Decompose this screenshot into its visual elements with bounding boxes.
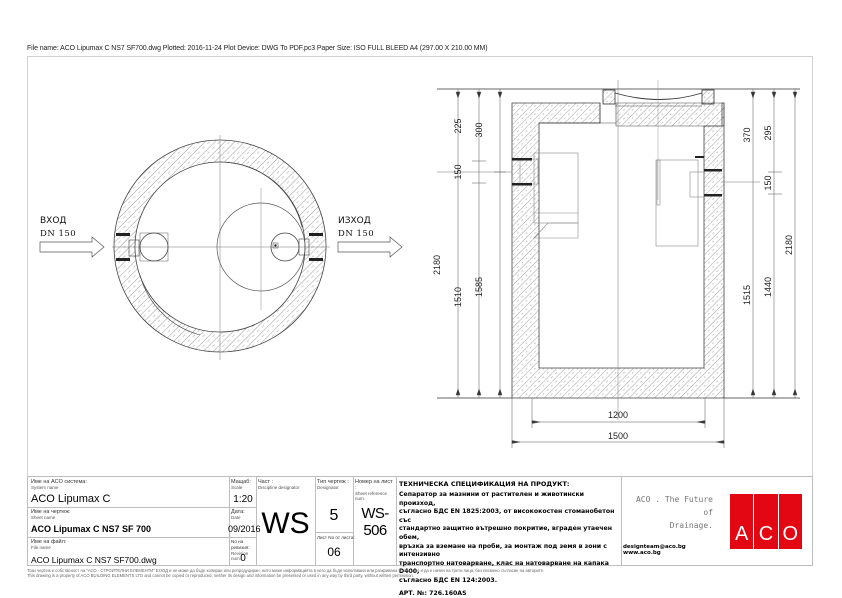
spec-line: транспортно натоварване, клас на натовар… [399, 559, 609, 576]
dim-right-370: 370 [742, 127, 752, 142]
spec-line: съгласно БДС EN 124:2003. [399, 576, 498, 584]
tagline-line-1: ACO . The Future of [635, 495, 713, 517]
spec-title: ТЕХНИЧЕСКА СПЕЦИФИКАЦИЯ НА ПРОДУКТ: [399, 480, 570, 488]
tagline-line-2: Drainage. [669, 521, 713, 530]
sheet-no-label: Лист No от листа: [317, 535, 355, 540]
sheet-name-label-en: Sheet name [31, 515, 56, 520]
tagline: ACO . The Future of Drainage. [623, 493, 713, 532]
scale-label: Мащаб: [231, 479, 251, 485]
file-name-label-en: File name [31, 545, 51, 550]
dim-right-295: 295 [763, 125, 773, 140]
spec-body: Сепаратор за мазнини от растителен и жив… [399, 491, 621, 586]
plan-view [39, 135, 403, 360]
system-name-label-en: System name [31, 485, 59, 490]
designator-label-en: Designator [317, 485, 339, 490]
file-name-cell: Име на файл: File name ACO Lipumax C NS7… [31, 539, 227, 565]
aco-logo: A C O [730, 494, 802, 549]
spec-line: стандартно защитно вътрешно покритие, вг… [399, 525, 613, 541]
dim-right-total: 2180 [784, 235, 794, 255]
system-name-cell: Име на ACO система: System name ACO Lipu… [31, 479, 227, 505]
designator-cell: Тип чертеж : Designator [317, 479, 353, 490]
discipline-label: Част : [258, 479, 274, 485]
plan-shaft-wall [113, 139, 327, 353]
designator-value: 5 [329, 507, 339, 524]
spec-line: Сепаратор за мазнини от растителен и жив… [399, 491, 585, 507]
dim-left-1510: 1510 [453, 287, 463, 307]
date-cell: Дата: Date [231, 509, 256, 520]
discipline-label-en: Discipline designator [258, 485, 300, 490]
system-name-label: Име на ACO система: [31, 479, 87, 485]
copyright-line-en: This drawing is a property of ACO BUILDI… [27, 573, 414, 578]
revision-label-en: Revision num. [231, 551, 249, 561]
discipline-value: WS [261, 507, 310, 540]
system-name-value: ACO Lipumax C [31, 493, 111, 505]
date-label: Дата: [231, 509, 245, 515]
designator-label: Тип чертеж : [317, 479, 349, 485]
spec-line: съгласно БДС EN 1825:2003, от висококост… [399, 508, 615, 524]
dim-left-total: 2180 [432, 255, 442, 275]
manhole-cover [614, 92, 703, 100]
inlet-pipe [139, 232, 169, 262]
revision-label: No на ревизия: [231, 539, 250, 550]
sheet-no-value: 06 [327, 545, 341, 559]
sheet-name-value: ACO Lipumax C NS7 SF 700 [31, 524, 152, 534]
sheet-ref-value: WS-506 [361, 505, 389, 539]
dim-bottom-1200: 1200 [608, 410, 628, 420]
outlet-arrow-icon [337, 236, 403, 258]
revision-value: 0 [240, 553, 246, 564]
copyright-footer: Този чертеж е собственост на "АСО - СТРО… [27, 568, 544, 578]
dim-left-150: 150 [453, 164, 463, 179]
spec-cell: ТЕХНИЧЕСКА СПЕЦИФИКАЦИЯ НА ПРОДУКТ: Сепа… [399, 480, 621, 598]
dim-right-150: 150 [763, 175, 773, 190]
plot-info-header: File name: ACO Lipumax C NS7 SF700.dwg P… [27, 45, 488, 52]
dim-left-300: 300 [474, 122, 484, 137]
cover-frame-right [701, 89, 715, 105]
sheet-ref-label-en: Sheet reference num. [355, 491, 388, 501]
discipline-cell: Част : Discipline designator [258, 479, 314, 490]
date-value: 09/2016 [228, 524, 261, 534]
scale-cell: Мащаб: Scale [231, 479, 256, 490]
spec-line: връзка за вземане на проби, за монтаж по… [399, 542, 607, 559]
logo-letter-o: O [777, 494, 802, 549]
sheet-name-cell: Име на чертеж: Sheet name ACO Lipumax C … [31, 509, 227, 534]
revision-cell: No на ревизия: Revision num. [231, 539, 256, 561]
dim-left-1585: 1585 [474, 277, 484, 297]
file-name-label: Име на файл: [31, 539, 67, 545]
file-name-value: ACO Lipumax C NS7 SF700.dwg [31, 555, 157, 565]
drawing-canvas: ВХОД DN 150 ИЗХОД DN 150 [39, 80, 800, 448]
dim-right-1440: 1440 [763, 277, 773, 297]
scale-label-en: Scale [231, 485, 243, 490]
inlet-arrow-icon [39, 236, 105, 258]
logo-letter-a: A [734, 523, 749, 545]
section-view [437, 80, 800, 448]
cover-frame-left [602, 89, 616, 105]
outlet-dn-label: DN 150 [338, 229, 374, 239]
logo-letter-c: C [753, 494, 777, 549]
drawing-frame [27, 56, 813, 476]
date-label-en: Date [231, 515, 241, 520]
contact-info: designteam@aco.bg www.aco.bg [623, 544, 686, 556]
copyright-line-bg: Този чертеж е собственост на "АСО - СТРО… [27, 568, 545, 573]
sheet-ref-label: Номер на лист : [355, 479, 393, 491]
scale-value: 1:20 [233, 494, 253, 505]
sheet-ref-cell: Номер на лист : Sheet reference num. [355, 479, 395, 501]
article-number: АРТ. №: 726.160AS [399, 589, 467, 597]
sheet-name-label: Име на чертеж: [31, 509, 71, 515]
dim-left-225: 225 [453, 118, 463, 133]
dim-right-1515: 1515 [742, 285, 752, 305]
outlet-label: ИЗХОД [338, 216, 371, 226]
dim-bottom-1500: 1500 [608, 431, 628, 441]
title-block: Име на ACO система: System name ACO Lipu… [27, 476, 813, 597]
inlet-label: ВХОД [40, 216, 66, 226]
inlet-dn-label: DN 150 [40, 229, 76, 239]
